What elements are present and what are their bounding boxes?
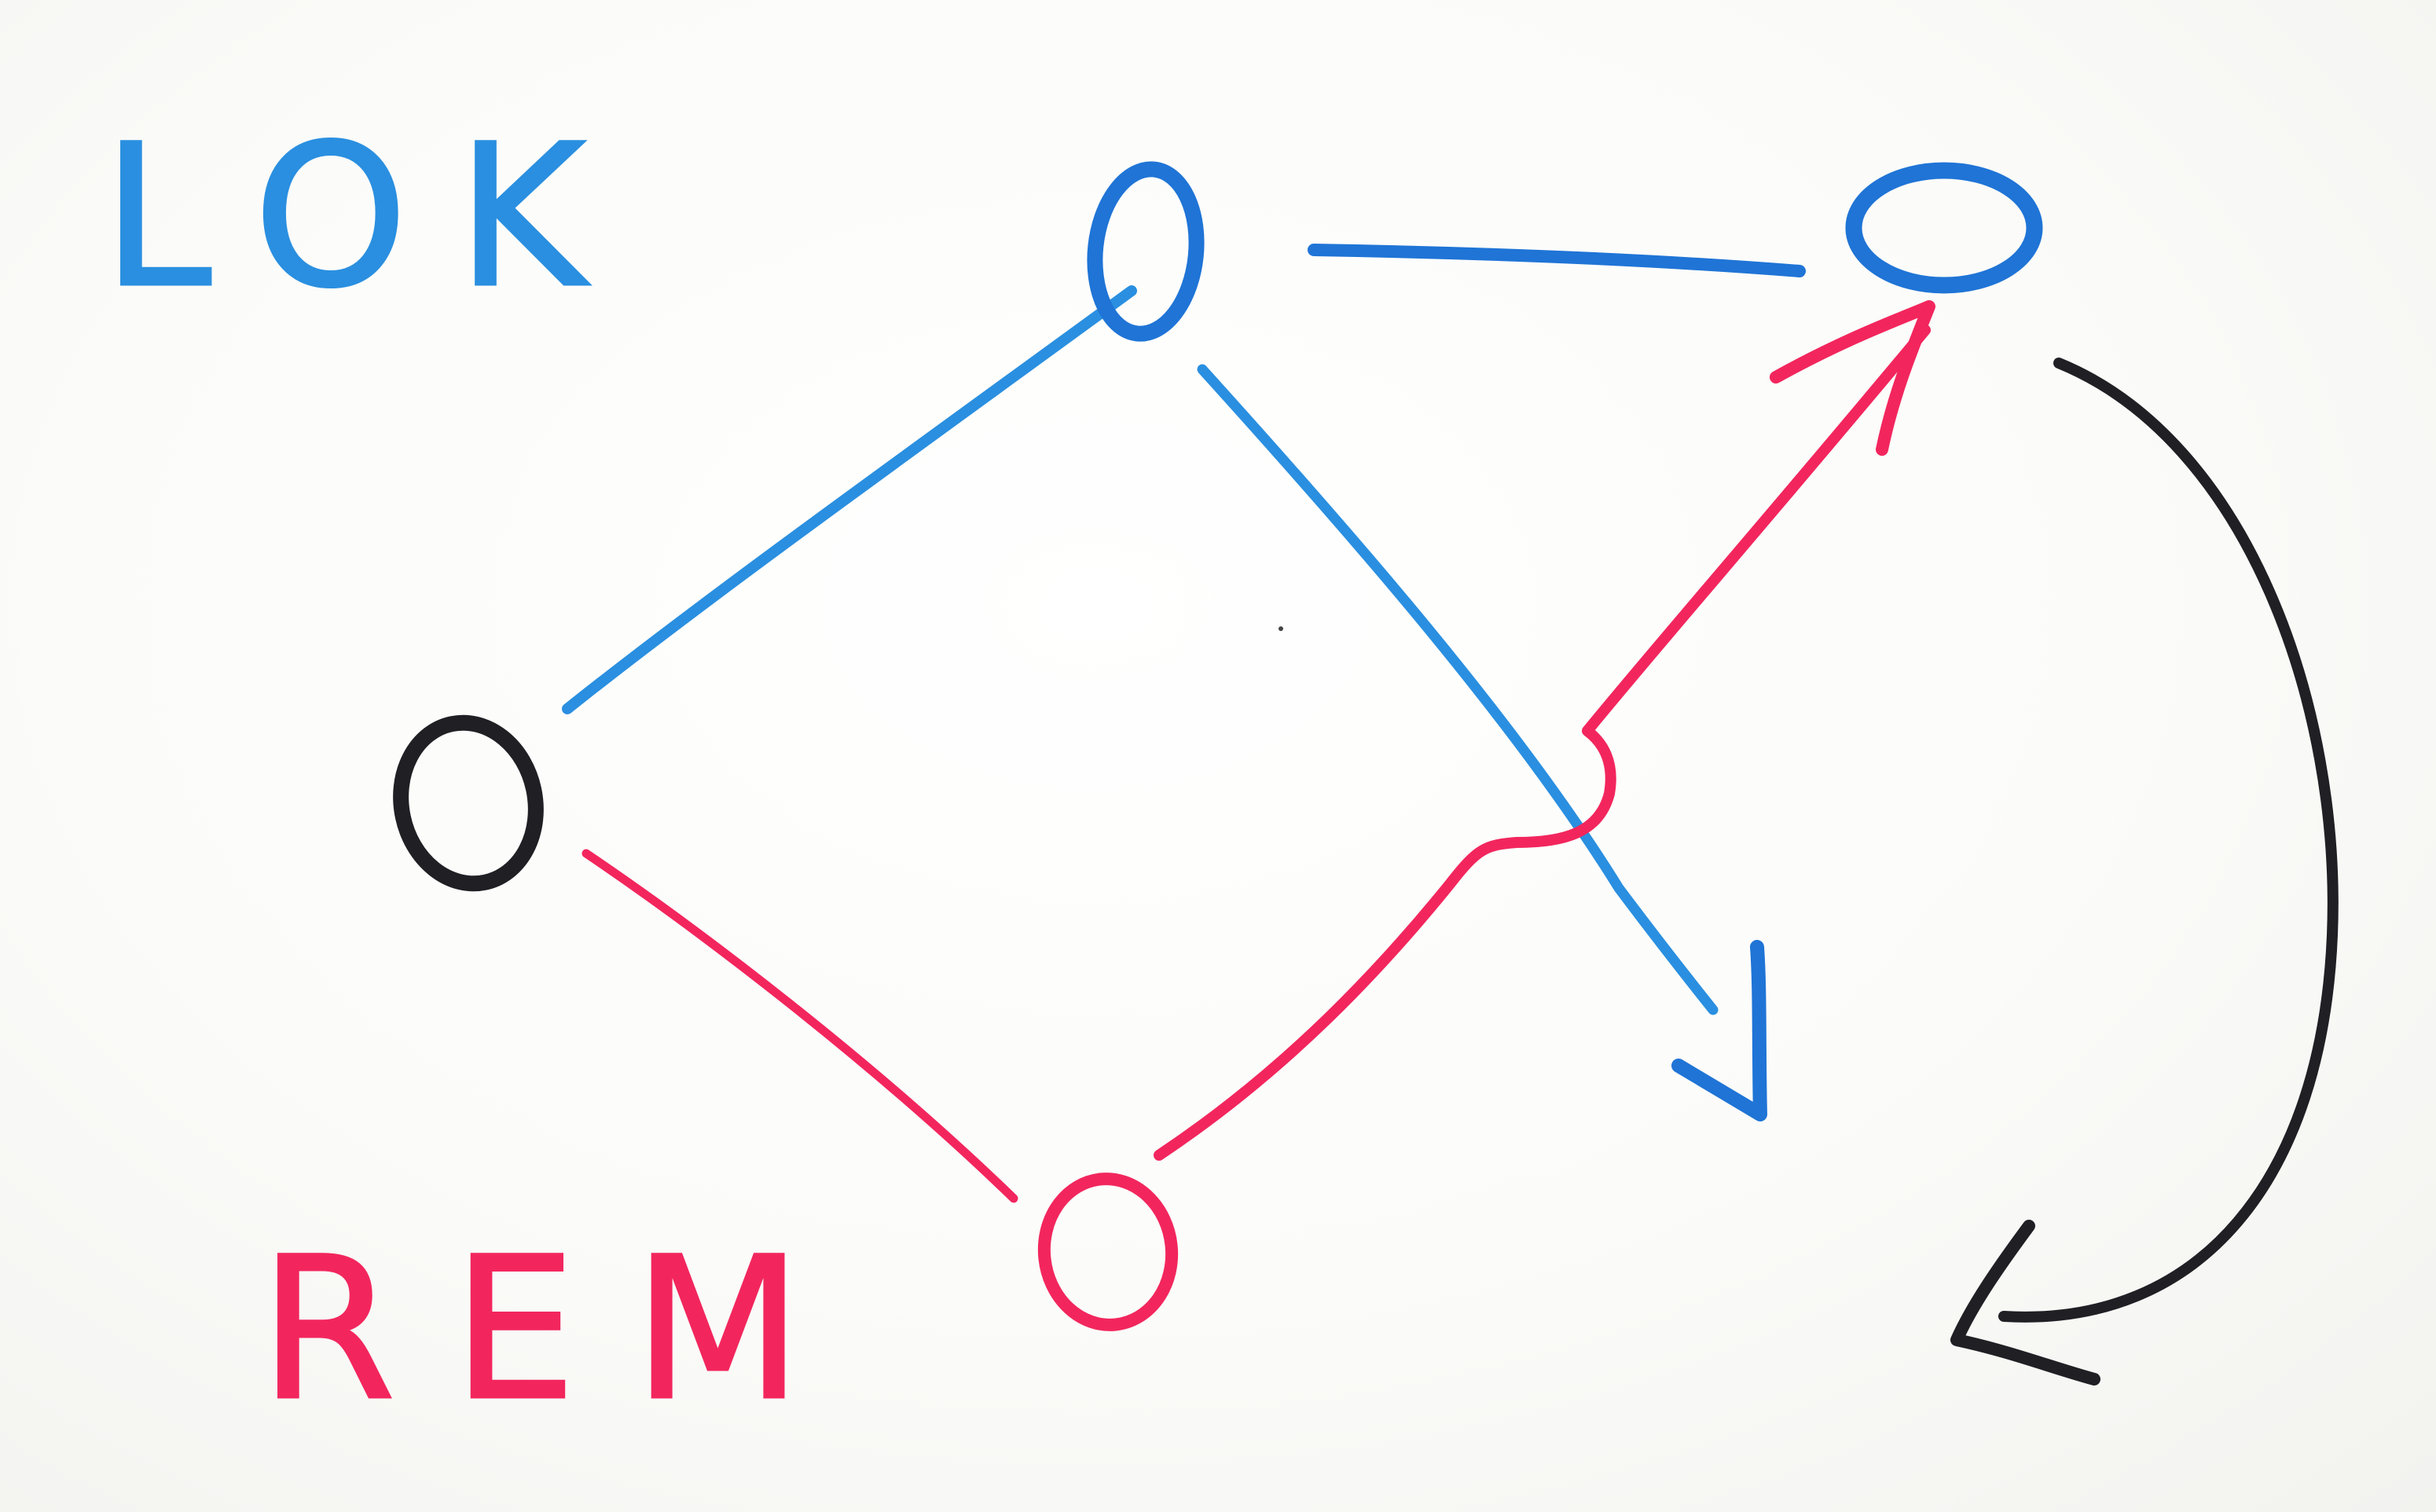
node-base [393, 714, 544, 892]
board-speck [1279, 626, 1283, 631]
edge-base-to-remote [581, 849, 1018, 1203]
edge-remote-to-merge [1154, 325, 1931, 1161]
edge-base-to-local [562, 285, 1137, 714]
node-remote [1037, 1173, 1179, 1331]
node-local [1087, 161, 1205, 342]
edge-local-diagonal [1197, 364, 1719, 1015]
blue-arrowhead [1671, 940, 1767, 1121]
node-merge [1845, 162, 2043, 294]
black-arrowhead [1950, 1220, 2100, 1385]
red-arrowhead [1770, 300, 1935, 456]
label-rem: REM [259, 1215, 859, 1444]
edge-local-to-merge [1308, 244, 1806, 277]
edge-curved-return [1998, 358, 2339, 1323]
label-lok: LOK [102, 102, 634, 331]
